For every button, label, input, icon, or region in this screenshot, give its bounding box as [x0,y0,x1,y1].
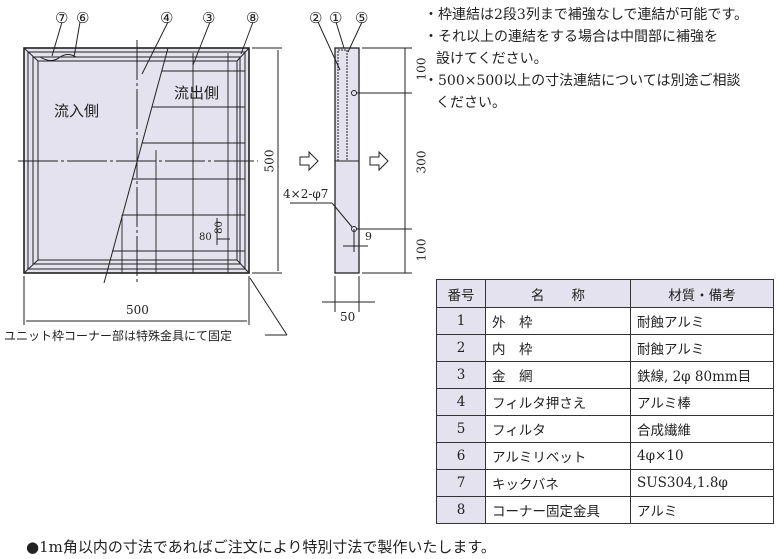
header-no: 番号 [436,279,486,308]
airflow-arrow-out [369,150,389,172]
callout-6: ⑥ [76,9,90,27]
airflow-arrow-in [299,150,319,172]
wire-mesh [112,53,245,273]
part-material: 鉄線, 2φ 80mm目 [630,361,774,389]
part-name: コーナー固定金具 [485,496,631,524]
part-name: 外 枠 [485,307,631,335]
note-3: ・500×500以上の寸法連結については別途ご相談 [424,73,741,89]
part-no: 8 [436,496,486,524]
part-material: アルミ [630,496,774,524]
hole-offset: 9 [365,230,372,243]
part-name: 内 枠 [485,334,631,362]
callout-7: ⑦ [55,9,69,27]
notes: ・枠連結は2段3列まで補強なしで連結が可能です。 ・それ以上の連結をする場合は中… [424,4,748,114]
corner-note: ユニット枠コーナー部は特殊金具にて固定 [4,329,233,343]
note-1: ・枠連結は2段3列まで補強なしで連結が可能です。 [424,7,748,23]
part-no: 4 [436,388,486,416]
front-view [18,21,288,336]
hole-label: 4×2-φ7 [283,187,329,201]
note-2: ・それ以上の連結をする場合は中間部に補強を [424,29,718,45]
side-depth-dim: 50 [340,310,356,324]
outlet-side-label: 流出側 [174,84,220,102]
mesh-pitch-v: 80 [213,221,225,234]
callout-3: ③ [202,9,216,27]
part-no: 7 [436,469,486,497]
callout-8: ⑧ [246,9,260,27]
height-dimension: 500 [262,149,277,173]
part-material: 耐蝕アルミ [630,307,774,335]
part-name: フィルタ押さえ [485,388,631,416]
part-no: 5 [436,415,486,443]
callout-1: ① [329,9,343,27]
header-material: 材質・備考 [630,279,774,308]
part-material: SUS304,1.8φ [630,469,774,497]
part-material: 4φ×10 [630,442,774,470]
filter-cutaway-line [103,47,169,284]
part-no: 6 [436,442,486,470]
side-view [290,21,412,312]
part-name: フィルタ [485,415,631,443]
inlet-side-label: 流入側 [54,102,100,120]
part-material: 耐蝕アルミ [630,334,774,362]
note-2-cont: 設けてください。 [436,51,548,67]
part-no: 3 [436,361,486,389]
side-dim-bottom: 100 [414,238,429,262]
part-material: アルミ棒 [630,388,774,416]
part-no: 1 [436,307,486,335]
callout-5: ⑤ [355,9,369,27]
part-name: キックバネ [485,469,631,497]
callout-2: ② [309,9,323,27]
footer-note: ●1m角以内の寸法であればご注文により特別寸法で製作いたします。 [26,538,496,556]
part-material: 合成繊維 [630,415,774,443]
callout-4: ④ [160,9,174,27]
part-name: 金 網 [485,361,631,389]
note-3-cont: ください。 [436,95,506,111]
header-name: 名 称 [485,279,631,308]
mesh-pitch-h: 80 [199,232,212,243]
side-dim-mid: 300 [414,150,429,174]
part-no: 2 [436,334,486,362]
table-header: 番号 名 称 材質・備考 [436,279,774,308]
width-dimension: 500 [126,303,149,317]
part-name: アルミリベット [485,442,631,470]
